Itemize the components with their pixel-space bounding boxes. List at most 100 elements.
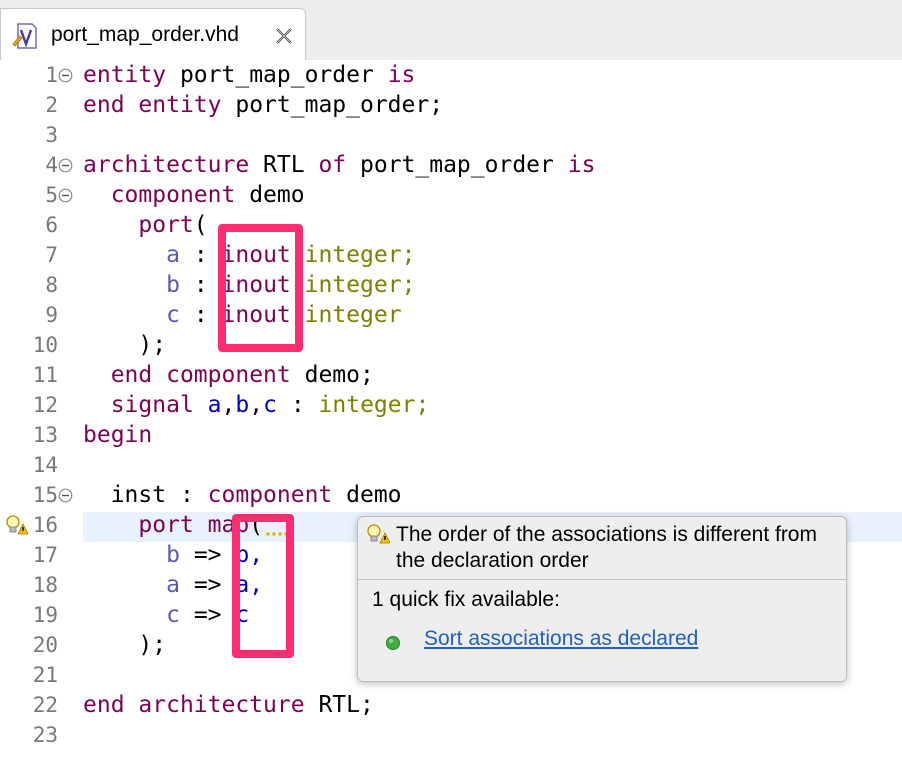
code-token: architecture	[83, 152, 250, 178]
line-number: 8	[45, 273, 58, 297]
code-line: 5 component demo	[0, 180, 902, 210]
line-number: 23	[32, 723, 58, 742]
code-line: 11 end component demo;	[0, 360, 902, 390]
code-token: entity	[138, 92, 222, 118]
line-number: 7	[45, 243, 58, 267]
line-number: 12	[32, 393, 58, 417]
code-token: c	[166, 302, 180, 328]
code-token: end	[110, 362, 153, 388]
code-text: end entity port_map_order;	[83, 90, 443, 120]
code-text: b => b,	[83, 540, 263, 570]
code-token: b	[166, 272, 180, 298]
code-line: 1 entity port_map_order is	[0, 60, 902, 90]
code-text: c : inout integer	[83, 300, 401, 330]
code-token: b	[235, 392, 250, 418]
line-number: 21	[32, 663, 58, 687]
code-line: 6 port(	[0, 210, 902, 240]
tab-port-map-order[interactable]: port_map_order.vhd	[0, 8, 306, 60]
code-text: c => c	[83, 600, 249, 630]
code-token: component	[110, 182, 236, 208]
editor-tab-bar: port_map_order.vhd	[0, 0, 902, 61]
tab-title: port_map_order.vhd	[51, 23, 239, 46]
popup-message-row: The order of the associations is differe…	[358, 517, 846, 580]
code-line: 9 c : inout integer	[0, 300, 902, 330]
fold-toggle-icon[interactable]	[58, 488, 73, 503]
code-token: end	[83, 92, 125, 118]
vhdl-file-icon	[12, 23, 37, 49]
code-text: );	[83, 630, 166, 660]
fold-toggle-icon[interactable]	[58, 68, 73, 83]
code-token: a	[207, 392, 222, 418]
code-token: RTL;	[318, 692, 374, 718]
line-number: 15	[32, 483, 58, 507]
code-token: integer;	[318, 392, 430, 418]
code-token: is	[387, 62, 416, 88]
line-number: 14	[32, 453, 58, 477]
fold-toggle-icon[interactable]	[58, 158, 73, 173]
warning-bulb-icon[interactable]	[4, 514, 30, 536]
code-token: :	[193, 242, 208, 268]
code-token: ,	[221, 392, 236, 418]
code-token: component	[166, 362, 291, 388]
code-text: );	[83, 330, 166, 360]
line-number: 1	[45, 63, 58, 87]
popup-message: The order of the associations is differe…	[396, 523, 817, 572]
quickfix-popup: The order of the associations is differe…	[357, 516, 847, 682]
code-line: 14	[0, 450, 902, 480]
code-token: =>	[193, 542, 222, 568]
warning-squiggle	[265, 532, 295, 536]
highlight-box-port-map	[232, 514, 294, 658]
sort-associations-link[interactable]: Sort associations as declared	[424, 627, 699, 650]
code-text: port map(	[83, 510, 263, 540]
warning-bulb-icon	[367, 524, 390, 544]
line-number: 13	[32, 423, 58, 447]
code-token: demo	[346, 482, 402, 508]
code-line: 15 inst : component demo	[0, 480, 902, 510]
code-token: (	[193, 212, 208, 238]
code-line: 4 architecture RTL of port_map_order is	[0, 150, 902, 180]
code-token: integer;	[304, 242, 416, 268]
close-icon[interactable]	[274, 26, 294, 46]
line-number: 3	[45, 123, 58, 147]
line-number: 19	[32, 603, 58, 627]
code-text: inst : component demo	[83, 480, 402, 510]
code-text: architecture RTL of port_map_order is	[83, 150, 595, 180]
code-token: is	[567, 152, 596, 178]
code-line: 17 b => b,	[0, 540, 902, 570]
code-token: b	[166, 542, 180, 568]
code-token: );	[138, 332, 167, 358]
code-token: :	[290, 392, 305, 418]
code-token: port_map_order	[360, 152, 554, 178]
code-token: :	[193, 302, 208, 328]
code-token: demo	[249, 182, 305, 208]
code-token: entity	[83, 62, 167, 88]
line-number: 9	[45, 303, 58, 327]
code-token: inout	[221, 302, 291, 328]
code-text: end component demo;	[83, 360, 374, 390]
code-token: ,	[249, 392, 264, 418]
line-number: 5	[45, 183, 58, 207]
code-token: architecture	[138, 692, 305, 718]
code-line: 3	[0, 120, 902, 150]
code-line: 12 signal a,b,c : integer;	[0, 390, 902, 420]
line-number: 4	[45, 153, 58, 177]
code-token: =>	[193, 572, 222, 598]
code-text: port(	[83, 210, 208, 240]
code-token: =>	[193, 602, 222, 628]
code-line: 16 port map(	[0, 510, 902, 540]
code-token: integer;	[304, 272, 416, 298]
code-line: 21	[0, 660, 902, 690]
code-token: demo;	[304, 362, 374, 388]
code-text: signal a,b,c : integer;	[83, 390, 430, 420]
line-number: 20	[32, 633, 58, 657]
quickfix-count: 1 quick fix available:	[372, 588, 560, 611]
code-text: entity port_map_order is	[83, 60, 415, 90]
code-token: component	[207, 482, 333, 508]
code-line: 20 );	[0, 630, 902, 660]
line-number: 22	[32, 693, 58, 717]
code-token: port	[138, 512, 194, 538]
code-token: a	[166, 572, 180, 598]
fold-toggle-icon[interactable]	[58, 188, 73, 203]
